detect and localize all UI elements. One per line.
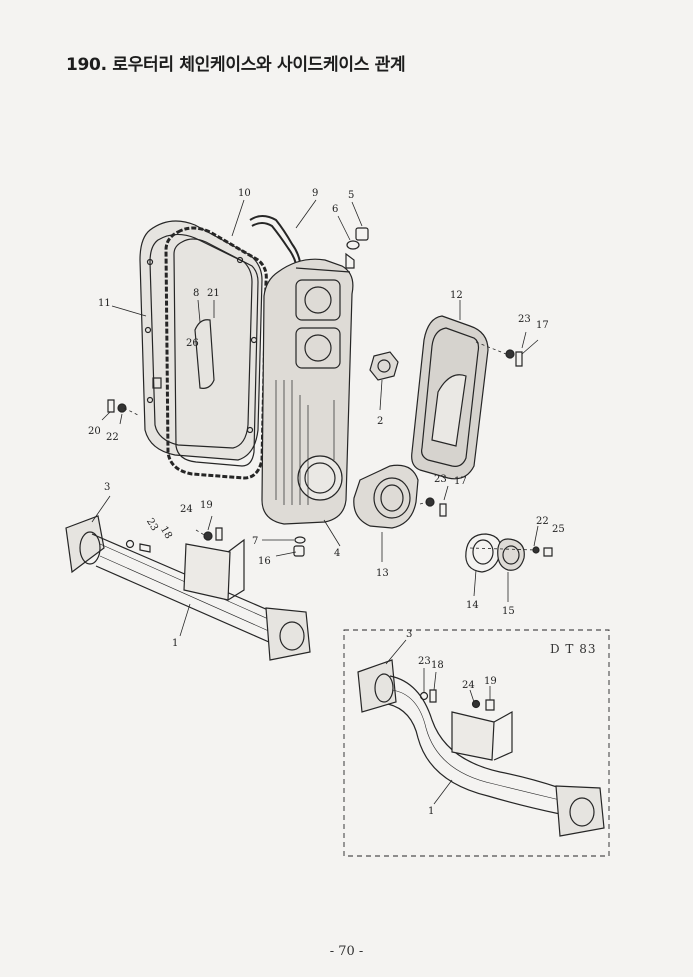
callout-23-mid: 23	[434, 474, 447, 485]
inset-pipe-part-1	[357, 659, 605, 837]
callout-17-mid: 17	[454, 476, 467, 487]
callout-6: 6	[332, 204, 338, 215]
washer-part-23-top	[505, 349, 515, 359]
callout-15: 15	[502, 606, 515, 617]
washer-part-23	[125, 539, 135, 549]
inset-bolt-part-18	[429, 689, 437, 703]
washer-part-22	[117, 403, 127, 413]
inset-bolt-part-19	[485, 699, 495, 711]
callout-2: 2	[377, 416, 383, 427]
callout-19-inset: 19	[484, 676, 497, 687]
callout-8: 8	[193, 288, 199, 299]
washer-part-6	[346, 240, 360, 250]
callout-1-inset: 1	[428, 806, 434, 817]
bearing-housing-part-13	[353, 464, 419, 529]
cap-part-15	[497, 538, 525, 571]
callout-1: 1	[172, 638, 178, 649]
callout-7: 7	[252, 536, 258, 547]
chain-case-cover-part-11	[139, 220, 263, 461]
callout-18-inset: 18	[431, 660, 444, 671]
callout-23-left: 23	[144, 517, 160, 534]
callout-23-inset: 23	[418, 656, 431, 667]
callout-19: 19	[200, 500, 213, 511]
callout-10: 10	[238, 188, 251, 199]
side-cover-part-12	[411, 315, 489, 480]
plug-part-5	[355, 227, 369, 241]
chain-case-housing-part-4	[261, 252, 355, 525]
callout-16: 16	[258, 556, 271, 567]
callout-12: 12	[450, 290, 463, 301]
bolt-part-17-top	[515, 351, 523, 367]
inset-frame	[343, 629, 610, 857]
plug-part-16	[293, 545, 305, 557]
drive-chain-part-9	[249, 215, 301, 265]
bolt-part-17-mid	[439, 503, 447, 517]
washer-part-24	[203, 531, 213, 541]
bolt-part-19	[215, 527, 223, 541]
callout-9: 9	[312, 188, 318, 199]
callout-20: 20	[88, 426, 101, 437]
callout-26: 26	[186, 338, 199, 349]
bolt-part-20	[107, 399, 115, 413]
callout-25: 25	[552, 524, 565, 535]
washer-part-23-mid	[425, 497, 435, 507]
callout-5: 5	[348, 190, 354, 201]
callout-24-inset: 24	[462, 680, 475, 691]
inset-washer-part-24	[471, 699, 481, 709]
inset-washer-part-23	[419, 691, 429, 701]
callout-17-top: 17	[536, 320, 549, 331]
flange-plate-part-14	[465, 533, 502, 573]
callout-21: 21	[207, 288, 220, 299]
washer-part-7	[294, 536, 306, 544]
callout-22-right: 22	[536, 516, 549, 527]
page-number: - 70 -	[329, 944, 364, 959]
page-title: 190. 로우터리 체인케이스와 사이드케이스 관계	[66, 55, 406, 75]
callout-24: 24	[180, 504, 193, 515]
callout-3-inset: 3	[406, 629, 412, 640]
callout-11: 11	[98, 298, 111, 309]
callout-4: 4	[334, 548, 340, 559]
nut-part-2	[369, 351, 399, 381]
bolt-part-18	[139, 543, 151, 553]
bolt-part-25	[543, 547, 553, 557]
pipe-part-1	[65, 515, 311, 661]
callout-22-left: 22	[106, 432, 119, 443]
callout-23-top: 23	[518, 314, 531, 325]
callout-14: 14	[466, 600, 479, 611]
callout-3: 3	[104, 482, 110, 493]
gasket-part-10	[164, 226, 268, 480]
inset-model-label: D T 83	[550, 642, 597, 656]
callout-13: 13	[376, 568, 389, 579]
